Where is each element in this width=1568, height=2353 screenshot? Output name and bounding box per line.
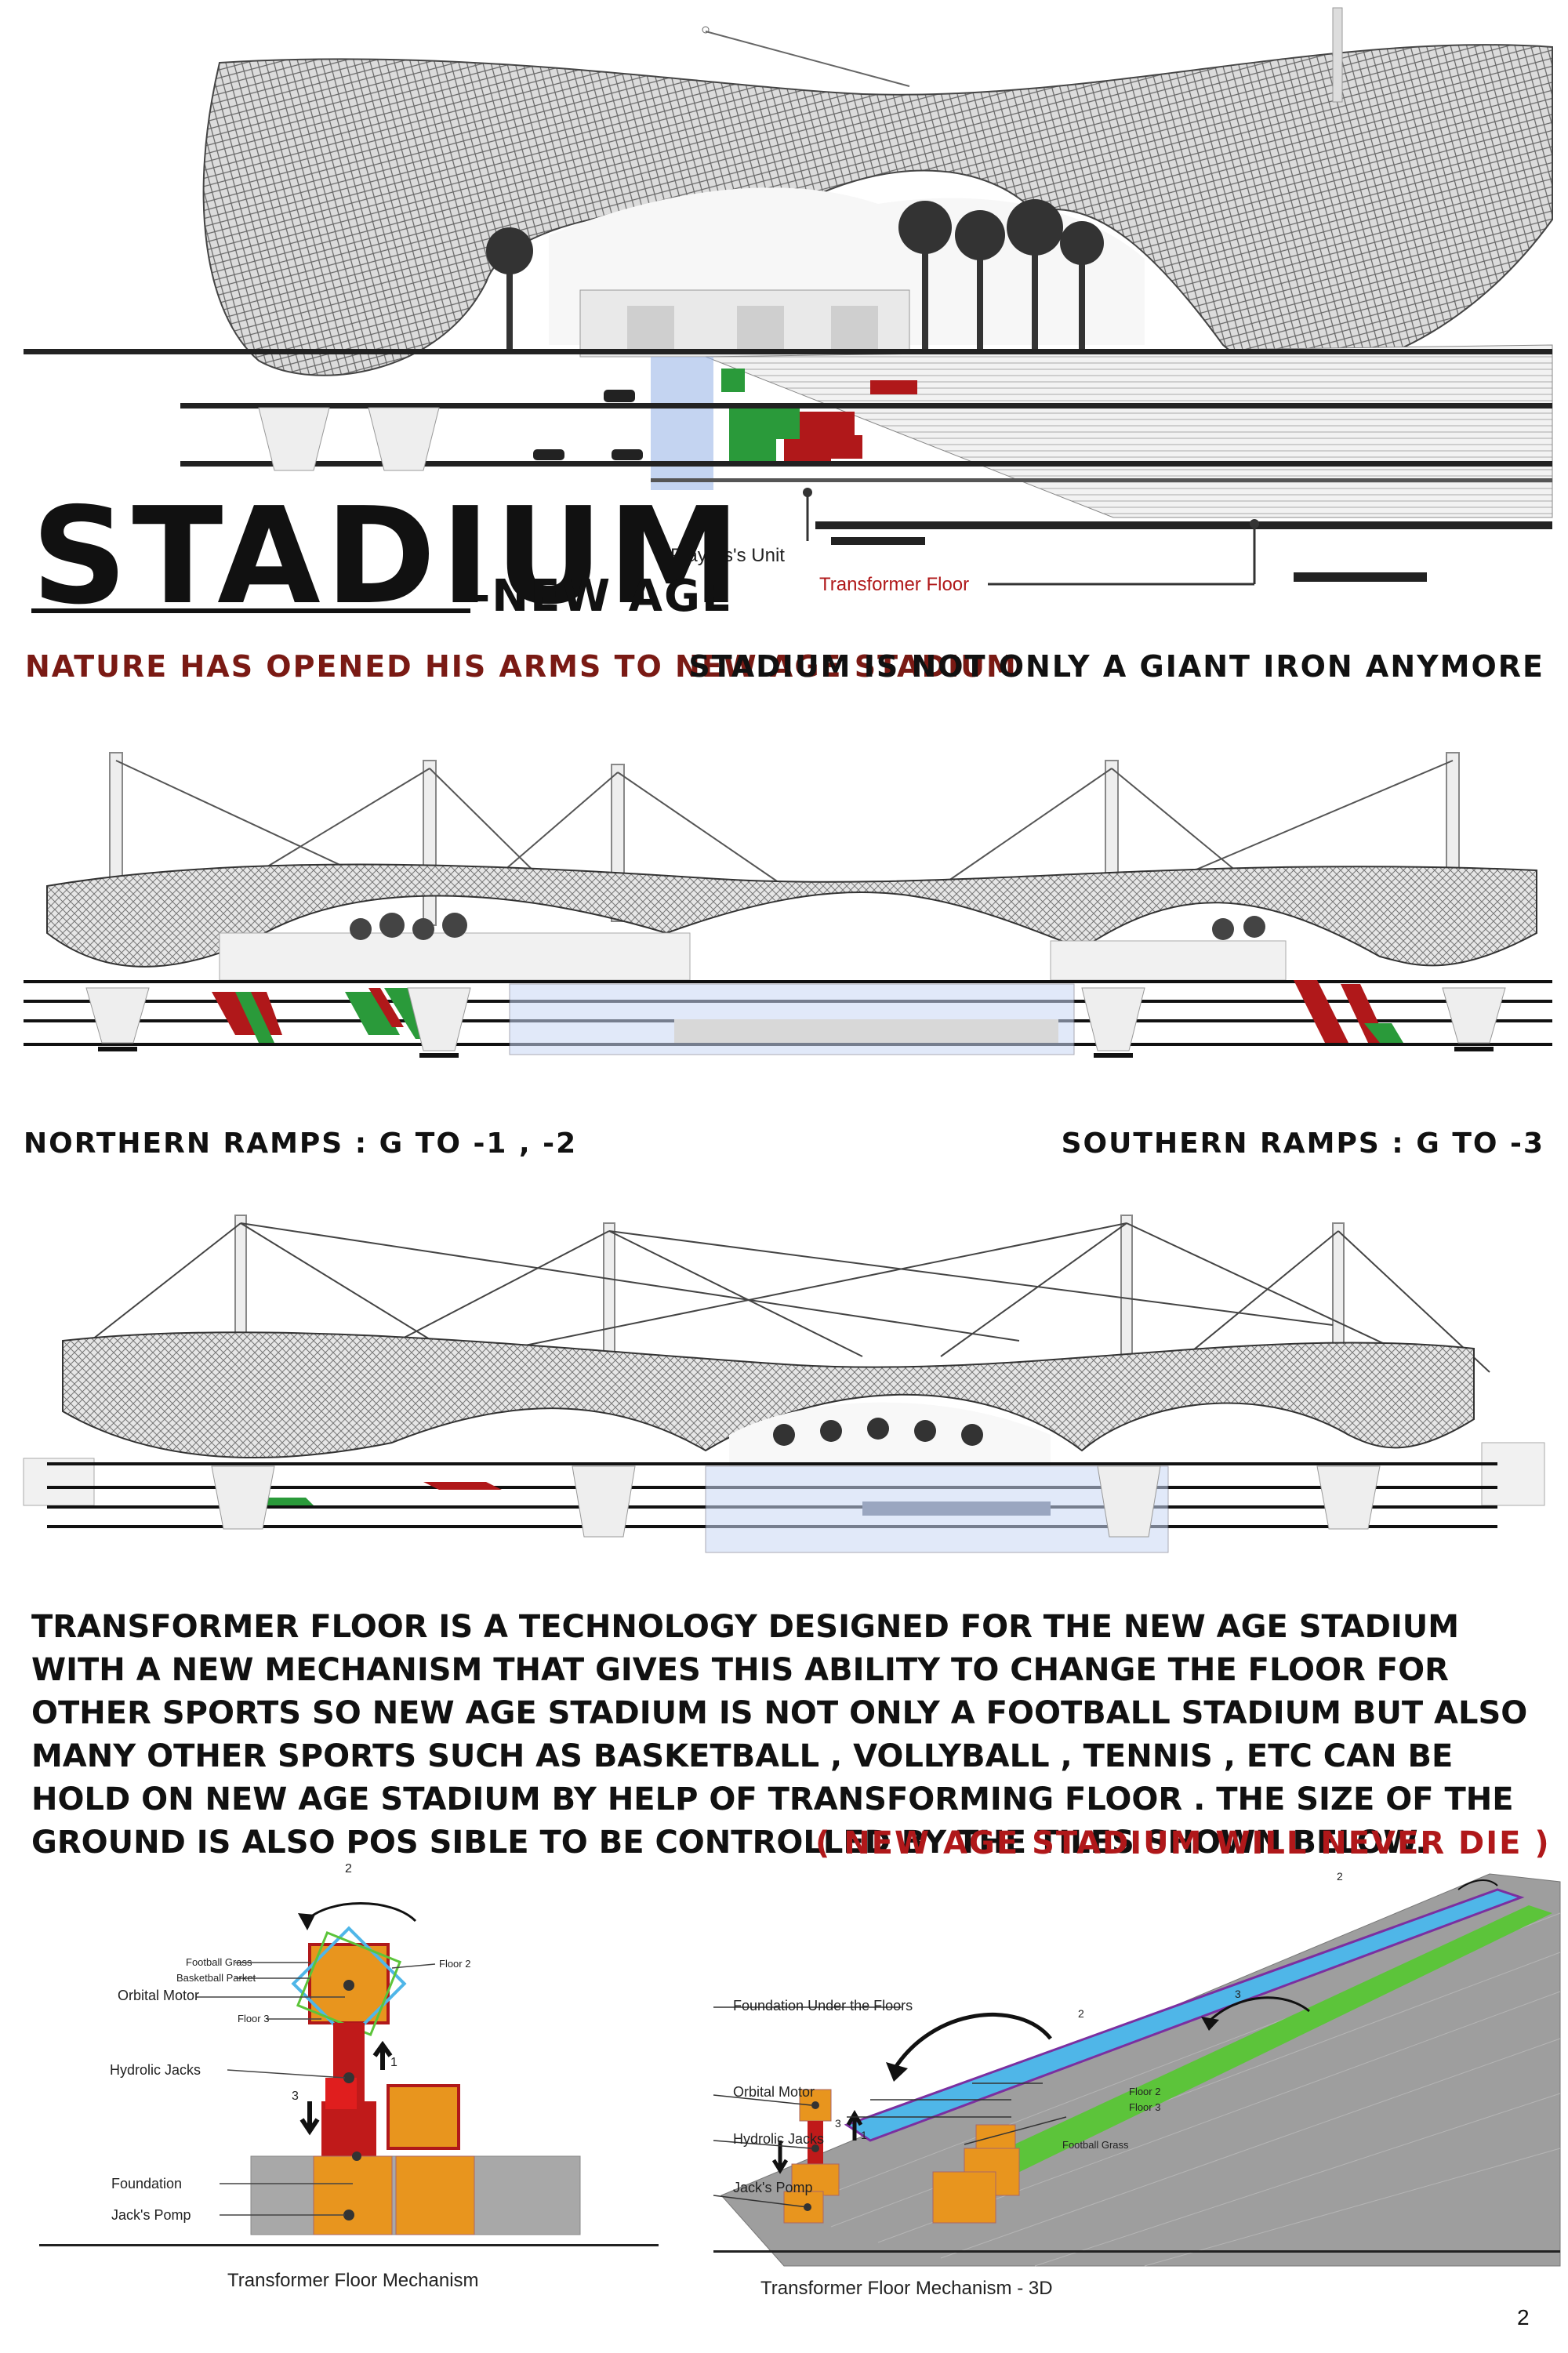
tagline-left: Nature has opened his arms to new age st… bbox=[25, 649, 1018, 684]
up-arrow-icon bbox=[372, 2040, 393, 2070]
label-football-grass: Football Grass bbox=[186, 1956, 252, 1968]
label-foundation: Foundation bbox=[111, 2176, 183, 2191]
mechanism-3d-diagram bbox=[713, 1873, 1561, 2267]
step-1: 1 bbox=[390, 2056, 397, 2069]
rotation-arrow-icon bbox=[1206, 1996, 1310, 2024]
step-3d-2b: 2 bbox=[1078, 2007, 1084, 2020]
transformer-floor-description: Transformer Floor is a technology design… bbox=[31, 1609, 1528, 1861]
step-3d-3: 3 bbox=[1235, 1988, 1241, 2000]
elevation-drawing-south bbox=[23, 1215, 1545, 1553]
page-title: Stadium bbox=[31, 479, 746, 634]
label-3d-floor-2: Floor 2 bbox=[1129, 2086, 1161, 2097]
label-hydrolic-jacks: Hydrolic Jacks bbox=[110, 2062, 201, 2078]
mechanism-2d-diagram bbox=[39, 1902, 659, 2246]
page-number: 2 bbox=[1517, 2305, 1530, 2329]
label-jacks-pomp: Jack's Pomp bbox=[111, 2207, 191, 2223]
down-arrow-icon bbox=[771, 2141, 789, 2174]
label-3d-football-grass: Football Grass bbox=[1062, 2139, 1129, 2151]
southern-ramps-label: Southern Ramps : G to -3 bbox=[1061, 1127, 1544, 1160]
up-arrow-icon bbox=[846, 2109, 863, 2141]
label-floor-3: Floor 3 bbox=[238, 2013, 270, 2024]
label-3d-hydrolic-jacks: Hydrolic Jacks bbox=[733, 2131, 825, 2147]
label-floor-2: Floor 2 bbox=[439, 1958, 471, 1970]
tagline-right: Stadium is not only a giant iron anymore bbox=[688, 649, 1544, 684]
step-3d-1: 1 bbox=[861, 2129, 867, 2141]
page-subtitle: -New Age bbox=[472, 571, 734, 622]
step-2: 2 bbox=[345, 1862, 352, 1876]
step-3: 3 bbox=[292, 2090, 299, 2103]
label-3d-floor-3: Floor 3 bbox=[1129, 2101, 1161, 2113]
players-unit-label: Players's Unit bbox=[670, 545, 785, 566]
elevation-drawing-north bbox=[24, 752, 1552, 1058]
title-underline bbox=[31, 608, 470, 613]
transformer-floor-label: Transformer Floor bbox=[819, 574, 970, 595]
rotation-arrow-icon bbox=[304, 1902, 417, 1923]
northern-ramps-label: Northern Ramps : G to -1 , -2 bbox=[24, 1127, 578, 1160]
down-arrow-icon bbox=[299, 2101, 320, 2136]
mechanism-3d-caption: Transformer Floor Mechanism - 3D bbox=[760, 2278, 1053, 2299]
mechanism-2d-caption: Transformer Floor Mechanism bbox=[227, 2270, 479, 2291]
rotation-arrow-icon bbox=[891, 2012, 1052, 2072]
slogan: ( New age stadium will never die ) bbox=[815, 1825, 1551, 1861]
step-3d-3b: 3 bbox=[835, 2117, 841, 2130]
label-3d-foundation-under-floors: Foundation Under the Floors bbox=[733, 1998, 913, 2013]
rotation-arrow-icon bbox=[1457, 1879, 1498, 1890]
section-drawing bbox=[24, 7, 1553, 586]
label-3d-orbital-motor: Orbital Motor bbox=[733, 2084, 815, 2100]
step-3d-2a: 2 bbox=[1337, 1870, 1343, 1883]
label-basketball-parket: Basketball Parket bbox=[176, 1972, 256, 1984]
label-orbital-motor: Orbital Motor bbox=[118, 1988, 200, 2003]
label-3d-jacks-pomp: Jack's Pomp bbox=[733, 2180, 813, 2195]
